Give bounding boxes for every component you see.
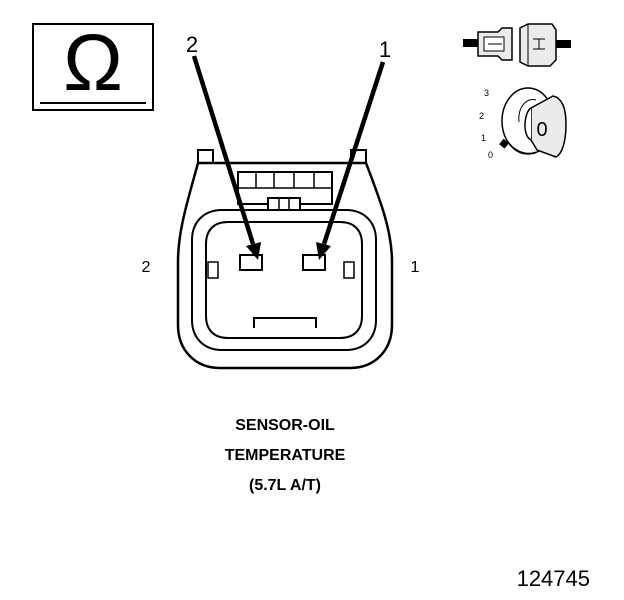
caption-line-3: (5.7L A/T) bbox=[248, 477, 321, 494]
disconnected-connector-icon bbox=[463, 23, 571, 67]
caption-line-2: TEMPERATURE bbox=[224, 447, 346, 464]
ignition-key-marking: 0 bbox=[536, 119, 547, 141]
caption-line-1: SENSOR-OIL bbox=[235, 417, 335, 434]
pin-1-callout: 1 bbox=[379, 37, 391, 62]
terminal-1 bbox=[302, 254, 326, 271]
side-label-pin-1: 1 bbox=[411, 259, 420, 276]
ignition-position-3: 3 bbox=[484, 88, 489, 98]
side-label-pin-2: 2 bbox=[142, 259, 151, 276]
ohm-icon: Ω bbox=[63, 18, 123, 107]
pin-1-leader-arrow bbox=[316, 61, 386, 260]
ignition-position-0: 0 bbox=[488, 150, 493, 160]
ignition-switch-icon: 3 2 1 0 0 bbox=[479, 87, 567, 160]
connector-body bbox=[176, 149, 394, 370]
pin-2-leader-arrow bbox=[191, 55, 261, 260]
ignition-position-2: 2 bbox=[479, 111, 484, 121]
figure-number: 124745 bbox=[516, 566, 590, 591]
terminal-2 bbox=[239, 254, 263, 271]
pin-2-callout: 2 bbox=[186, 32, 198, 57]
ohmmeter-symbol: Ω bbox=[32, 18, 154, 111]
ignition-position-1: 1 bbox=[481, 133, 486, 143]
